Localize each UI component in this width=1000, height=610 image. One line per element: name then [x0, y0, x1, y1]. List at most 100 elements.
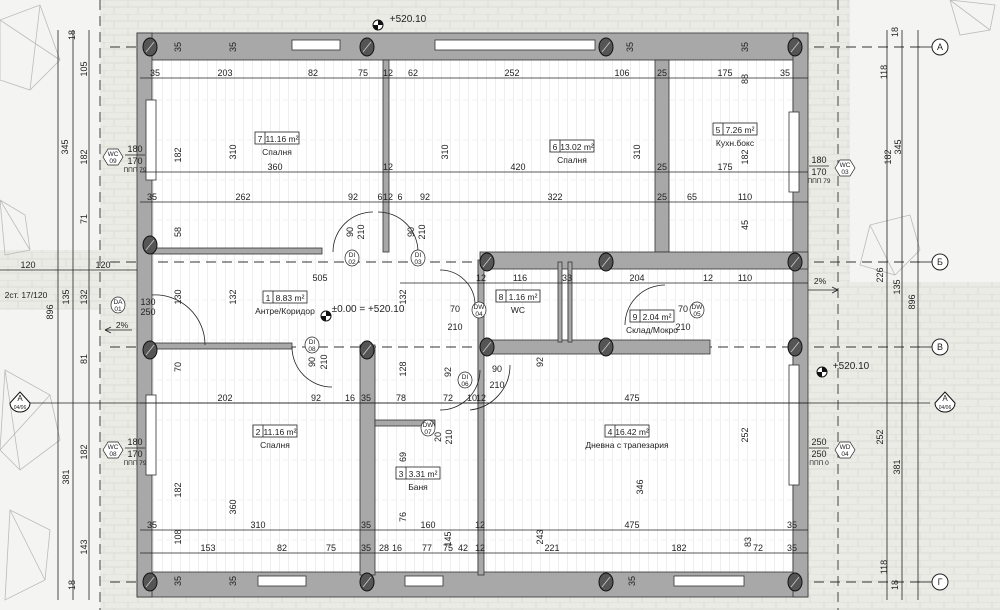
- dimension-label: 118: [879, 560, 889, 574]
- room-number: 9: [633, 312, 638, 322]
- room-tag-box: [712, 122, 758, 136]
- dimension-label: 10: [467, 393, 477, 403]
- column-hatch: [601, 41, 611, 53]
- room-number: 7: [258, 134, 263, 144]
- door-tag-circle: [420, 419, 436, 437]
- dimension-label: 120: [20, 260, 35, 270]
- dimension-label: 221: [544, 543, 559, 553]
- dimension-label: 160: [420, 520, 435, 530]
- dimension-label: 143: [79, 539, 89, 554]
- dimension-label: 12: [703, 273, 713, 283]
- door-type: DI: [415, 252, 422, 259]
- dimension-label: 110: [738, 273, 752, 283]
- dimension-label: 28: [379, 543, 389, 553]
- dimension-label: 250: [140, 307, 155, 317]
- elevation-mark-right: +520.10: [816, 361, 870, 378]
- room-tag-box: [604, 424, 650, 438]
- dimension-label: 12: [383, 68, 393, 78]
- door-type: DW: [423, 422, 435, 429]
- dimension-label: 16: [345, 393, 355, 403]
- room-area: 7.26 m²: [726, 125, 755, 135]
- dimension-label: 132: [398, 289, 408, 304]
- column-hatch: [790, 576, 800, 588]
- room-area: 11.16 m²: [264, 427, 297, 437]
- dimension-label: 12: [476, 393, 486, 403]
- dimension-label: 210: [319, 354, 329, 369]
- axis-label: А: [937, 42, 943, 52]
- dimension-label: 120: [95, 260, 110, 270]
- room-name: Спалня: [260, 440, 290, 450]
- dimension-label: 35: [361, 543, 371, 553]
- dimension-label: 70: [678, 304, 688, 314]
- dimension-label: 175: [717, 68, 732, 78]
- dimension-label: 72: [753, 543, 763, 553]
- dimension-label: 252: [875, 429, 885, 444]
- dimension-label: 182: [79, 444, 89, 459]
- dimension-label: 12: [383, 162, 393, 172]
- dimension-label: 896: [45, 304, 55, 319]
- dimension-label: 16: [392, 543, 402, 553]
- dimension-label: 45: [740, 220, 750, 230]
- dimension-label: 75: [326, 543, 336, 553]
- dimension-label: 210: [447, 322, 462, 332]
- window-width: 180: [127, 437, 142, 447]
- axis-circle: [931, 253, 949, 271]
- window-type: WC: [108, 444, 119, 451]
- dimension-label: 83: [743, 537, 753, 547]
- door-number: 03: [414, 259, 422, 266]
- dimension-label: 35: [228, 576, 238, 586]
- axis-circle: [931, 338, 949, 356]
- column-hatch: [362, 576, 372, 588]
- dimension-label: 182: [79, 149, 89, 164]
- column-hatch: [482, 341, 492, 353]
- window-width: 180: [811, 155, 826, 165]
- room-name: Спалня: [557, 155, 587, 165]
- columns: [142, 37, 803, 592]
- dimension-label: 35: [228, 42, 238, 52]
- dimension-label: 92: [443, 367, 453, 377]
- dimension-label: 210: [444, 429, 454, 444]
- slope-label-right: 2%: [814, 276, 827, 286]
- column-hatch: [482, 256, 492, 268]
- window-type: WC: [108, 151, 119, 158]
- dimension-label: 18: [67, 580, 77, 590]
- window-width: 250: [811, 437, 826, 447]
- column-hatch: [145, 344, 155, 356]
- dimension-label: 135: [892, 279, 902, 294]
- dimension-label: 310: [250, 520, 265, 530]
- dimension-label: 35: [780, 68, 790, 78]
- dimension-label: 35: [787, 520, 797, 530]
- dimension-label: 78: [396, 393, 406, 403]
- room-area: 16.42 m²: [615, 427, 649, 437]
- column-hatch: [790, 256, 800, 268]
- dimension-label: 105: [79, 61, 89, 76]
- dimension-label: 310: [228, 144, 238, 159]
- axis-label: В: [937, 342, 943, 352]
- door-number: 05: [693, 311, 701, 318]
- dimension-label: 226: [875, 267, 885, 282]
- door-type: DW: [692, 304, 704, 311]
- dimension-label: 360: [267, 162, 282, 172]
- dimension-label: 106: [614, 68, 629, 78]
- room-number: 8: [499, 292, 504, 302]
- window-height: 170: [127, 156, 142, 166]
- window-tag-hexagon: [102, 148, 124, 166]
- window-sill: ППП 0: [809, 460, 829, 467]
- room-number: 4: [608, 427, 613, 437]
- room-tag-box: [252, 424, 298, 438]
- dimension-label: 25: [657, 68, 667, 78]
- room-name: Дневна с трапезария: [585, 440, 669, 450]
- dimension-label: 92: [535, 357, 545, 367]
- dimension-label: 153: [200, 543, 215, 553]
- dimension-label: 58: [173, 227, 183, 237]
- window-type: WC: [840, 162, 851, 169]
- dimension-label: 346: [635, 479, 645, 494]
- door-tag-circle: [689, 301, 705, 319]
- door-number: 06: [461, 381, 469, 388]
- dimension-label: 42: [458, 543, 468, 553]
- dimension-label: 35: [787, 543, 797, 553]
- dimension-label: 145: [443, 531, 453, 546]
